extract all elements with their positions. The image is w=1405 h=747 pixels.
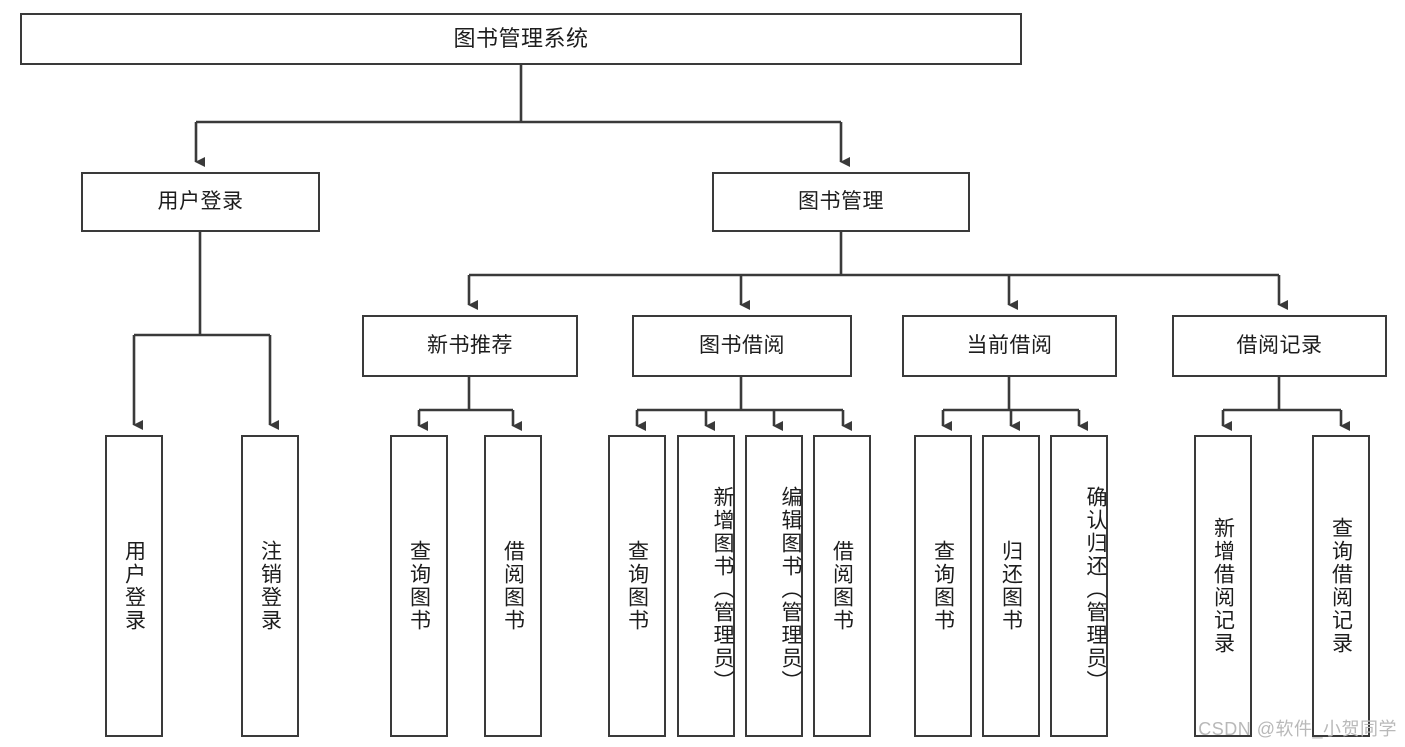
node-user-login[interactable]: 用户登录 bbox=[81, 172, 320, 232]
node-borrow-record[interactable]: 借阅记录 bbox=[1172, 315, 1387, 377]
leaf-query-record[interactable]: 查询借阅记录 bbox=[1312, 435, 1370, 737]
leaf-borrow-book-2-label: 借阅图书 bbox=[830, 540, 854, 632]
leaf-borrow-book-2[interactable]: 借阅图书 bbox=[813, 435, 871, 737]
node-book-borrow-label: 图书借阅 bbox=[699, 334, 785, 358]
leaf-add-record-label: 新增借阅记录 bbox=[1211, 517, 1235, 655]
node-book-manage[interactable]: 图书管理 bbox=[712, 172, 970, 232]
leaf-query-book-3[interactable]: 查询图书 bbox=[914, 435, 972, 737]
leaf-user-login-label: 用户登录 bbox=[122, 540, 146, 632]
leaf-query-record-label: 查询借阅记录 bbox=[1329, 517, 1353, 655]
leaf-query-book-2-label: 查询图书 bbox=[625, 540, 649, 632]
leaf-add-book[interactable]: 新增图书（管理员） bbox=[677, 435, 735, 737]
node-borrow-record-label: 借阅记录 bbox=[1236, 334, 1323, 358]
node-root-label: 图书管理系统 bbox=[453, 25, 589, 51]
leaf-user-login[interactable]: 用户登录 bbox=[105, 435, 163, 737]
leaf-add-book-label: 新增图书（管理员） bbox=[711, 485, 734, 693]
leaf-edit-book[interactable]: 编辑图书（管理员） bbox=[745, 435, 803, 737]
leaf-borrow-book-1-label: 借阅图书 bbox=[501, 540, 525, 632]
leaf-logout-label: 注销登录 bbox=[258, 540, 282, 632]
leaf-query-book-3-label: 查询图书 bbox=[931, 540, 955, 632]
leaf-edit-book-label: 编辑图书（管理员） bbox=[779, 485, 802, 693]
node-book-borrow[interactable]: 图书借阅 bbox=[632, 315, 852, 377]
leaf-query-book-1[interactable]: 查询图书 bbox=[390, 435, 448, 737]
node-new-book-rec[interactable]: 新书推荐 bbox=[362, 315, 578, 377]
leaf-query-book-2[interactable]: 查询图书 bbox=[608, 435, 666, 737]
leaf-logout[interactable]: 注销登录 bbox=[241, 435, 299, 737]
leaf-borrow-book-1[interactable]: 借阅图书 bbox=[484, 435, 542, 737]
node-book-manage-label: 图书管理 bbox=[798, 190, 884, 214]
node-user-login-label: 用户登录 bbox=[157, 190, 244, 214]
leaf-add-record[interactable]: 新增借阅记录 bbox=[1194, 435, 1252, 737]
leaf-return-book-label: 归还图书 bbox=[999, 540, 1023, 632]
leaf-query-book-1-label: 查询图书 bbox=[407, 540, 431, 632]
leaf-confirm-return[interactable]: 确认归还（管理员） bbox=[1050, 435, 1108, 737]
leaf-confirm-return-label: 确认归还（管理员） bbox=[1084, 485, 1107, 693]
node-root[interactable]: 图书管理系统 bbox=[20, 13, 1022, 65]
node-current-borrow[interactable]: 当前借阅 bbox=[902, 315, 1117, 377]
leaf-return-book[interactable]: 归还图书 bbox=[982, 435, 1040, 737]
node-new-book-rec-label: 新书推荐 bbox=[427, 334, 513, 358]
node-current-borrow-label: 当前借阅 bbox=[966, 334, 1053, 358]
